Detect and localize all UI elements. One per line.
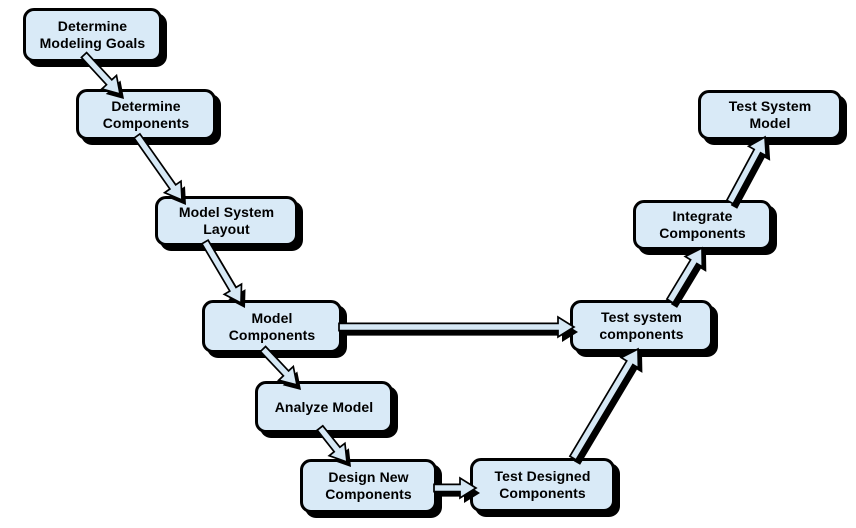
node-label: Test system components [599,309,684,342]
node-model-system-layout: Model System Layout [155,196,298,246]
arrow-test-system-components-to-integrate-components [665,246,707,308]
node-label: Determine Modeling Goals [39,18,146,51]
arrow-body [568,347,640,461]
arrow-integrate-components-to-test-system-model [725,135,771,209]
node-model-components: Model Components [202,300,342,353]
arrow-shadow [573,354,643,465]
node-test-system-model: Test System Model [698,90,842,140]
node-label: Determine Components [102,97,190,131]
node-label: Design New Components [325,469,412,502]
node-integrate-components: Integrate Components [633,200,772,250]
arrow-body [132,132,183,202]
node-label: Model Components [228,309,316,343]
arrow-shadow [343,322,578,342]
node-determine-components: Determine Components [76,89,216,140]
arrow-body [725,135,768,205]
node-label: Model System Layout [178,204,275,237]
arrow-determine-components-to-model-system-layout [132,132,186,205]
arrow-model-components-to-test-system-components [338,315,578,342]
arrow-test-designed-components-to-test-system-components [568,347,643,465]
node-label: Analyze Model [274,398,374,415]
node-test-system-components: Test system components [570,300,713,352]
arrow-body [200,239,243,305]
arrow-body [338,315,576,339]
arrow-shadow [205,245,246,308]
node-label: Test System Model [728,98,812,131]
arrow-shadow [730,142,771,209]
node-analyze-model: Analyze Model [255,381,393,433]
node-label: Test Designed Components [494,468,591,501]
node-label: Integrate Components [659,208,746,241]
arrow-body [665,246,704,305]
arrow-model-system-layout-to-model-components [200,239,246,308]
node-determine-modeling-goals: Determine Modeling Goals [23,8,162,62]
node-design-new-components: Design New Components [300,459,437,513]
node-test-designed-components: Test Designed Components [470,458,615,512]
